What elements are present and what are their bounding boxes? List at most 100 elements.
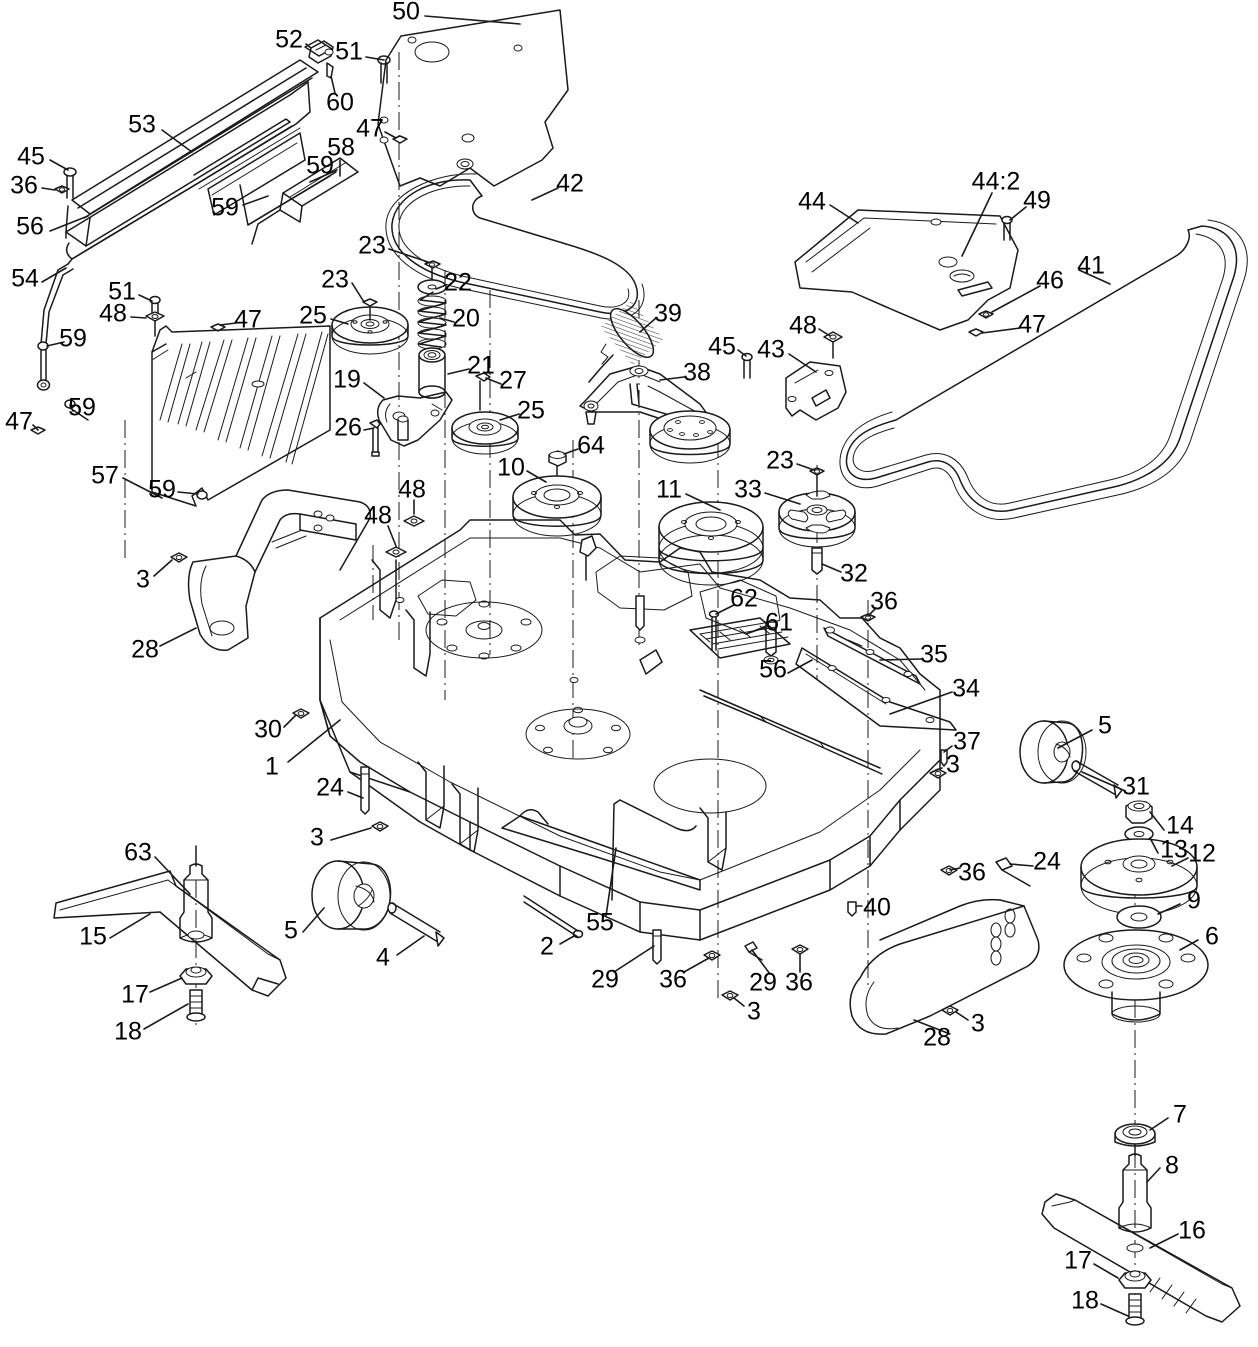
part-40-bolt [847,901,857,917]
callout-number-47: 47 [356,114,384,143]
callout-number-32: 32 [840,559,868,588]
callout-number-59: 59 [148,475,176,504]
part-28-chute-right [849,898,1040,1035]
part-61-screen [689,617,791,659]
callout-number-17: 17 [1064,1246,1092,1275]
callout-number-64: 64 [577,431,605,460]
callout-number-27: 27 [499,366,527,395]
part-23-nut-b [362,298,378,321]
part-19-arm [376,391,453,447]
callout-number-36: 36 [785,968,813,997]
part-18-bolt-right [1125,1293,1145,1326]
callout-number-10: 10 [497,453,525,482]
callout-number-34: 34 [952,674,980,703]
callout-number-59: 59 [306,151,334,180]
part-20-spring [417,291,447,350]
part-64-nut [548,450,567,485]
part-58-bracket [251,157,359,245]
leader-lines [32,15,1199,1317]
callout-number-4: 4 [376,943,390,972]
callout-number-16: 16 [1178,1216,1206,1245]
callout-number-25: 25 [517,396,545,425]
callout-number-33: 33 [734,475,762,504]
callout-number-14: 14 [1166,811,1194,840]
callout-number-49: 49 [1023,186,1051,215]
callout-number-21: 21 [467,351,495,380]
part-16-blade-right [1041,1193,1241,1323]
part-36-nuts-right [860,613,958,876]
part-57-grille [151,325,331,507]
part-3-nut-c [371,821,389,832]
part-51-48-fasteners [145,295,165,337]
callout-number-63: 63 [124,838,152,867]
callout-number-15: 15 [79,922,107,951]
part-48-nuts-mid [385,515,425,558]
callout-number-6: 6 [1205,922,1219,951]
part-3-nuts-right [929,768,959,1016]
part-52-clamp [308,40,334,64]
callout-number-42: 42 [556,169,584,198]
callout-number-36: 36 [958,858,986,887]
callout-number-60: 60 [326,88,354,117]
callout-number-26: 26 [334,413,362,442]
callout-number-47: 47 [234,305,262,334]
callout-number-23: 23 [358,231,386,260]
callout-number-2: 2 [540,932,554,961]
callout-number-29: 29 [591,965,619,994]
callout-number-3: 3 [747,997,761,1026]
part-22-washer [417,279,447,295]
callout-number-24: 24 [1033,847,1061,876]
part-36-nut [54,185,70,194]
part-41-belt [839,219,1248,520]
callout-number-36: 36 [870,587,898,616]
part-7-bearing [1114,1123,1156,1147]
part-36-nut-e [791,944,809,955]
callout-number-47: 47 [1018,310,1046,339]
callout-number-40: 40 [863,893,891,922]
part-25-pulley-lower [451,411,519,455]
callout-number-7: 7 [1173,1100,1187,1129]
part-14-nut [1125,800,1153,824]
part-43-bracket [785,361,847,421]
callout-number-20: 20 [452,304,480,333]
part-50-cover [377,9,569,187]
part-23-nut-a [424,260,441,283]
part-17-washer-left [179,966,213,985]
callout-number-52: 52 [275,25,303,54]
callout-number-56: 56 [759,655,787,684]
callout-number-50: 50 [392,0,420,26]
callout-number-44-2: 44:2 [971,167,1021,196]
part-33-pulley [778,490,856,548]
part-18-bolt-left [186,989,206,1022]
callout-number-57: 57 [91,461,119,490]
part-34-bar [795,647,957,731]
callout-number-8: 8 [1165,1151,1179,1180]
callout-number-62: 62 [730,584,758,613]
callout-number-23: 23 [321,265,349,294]
callout-number-45: 45 [708,332,736,361]
part-6-spindle-housing [1063,929,1209,1023]
part-30-nut [292,708,310,719]
callout-number-3: 3 [971,1009,985,1038]
part-31-bolt [1071,760,1123,799]
callout-number-5: 5 [284,916,298,945]
callout-number-29: 29 [749,968,777,997]
part-26-bolt [369,419,381,457]
callout-number-25: 25 [299,301,327,330]
part-48-nut-b [823,331,843,359]
callout-number-53: 53 [128,110,156,139]
part-28-chute-left [187,489,372,651]
callout-number-36: 36 [10,171,38,200]
callout-number-44: 44 [798,187,826,216]
part-5-wheel-left [311,860,392,931]
callout-number-18: 18 [1071,1286,1099,1315]
part-62-bolt [708,610,720,651]
callout-number-5: 5 [1098,711,1112,740]
part-3-nut-bottom [721,990,739,1001]
callout-number-11: 11 [656,475,682,504]
callout-number-28: 28 [131,635,159,664]
part-32-spacer [811,547,823,575]
part-10-pulley [512,475,602,537]
callout-number-45: 45 [17,142,45,171]
